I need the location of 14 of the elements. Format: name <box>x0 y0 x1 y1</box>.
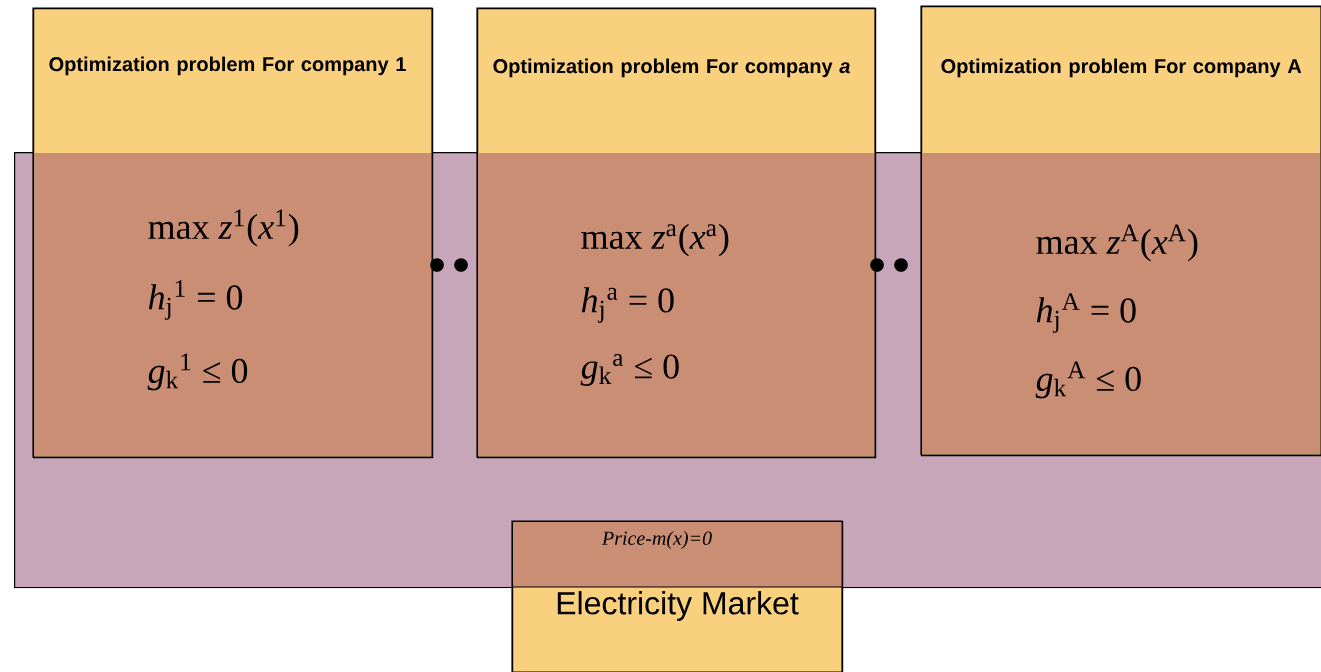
constraint-formula: g$_{k}$$^{A}$ ≤ 0 <box>1035 361 1141 399</box>
market-title: Electricity Market <box>557 591 799 621</box>
equilibrium-condition: Price-m(x)=0 <box>601 530 712 550</box>
box-heading: Optimization problem For company a <box>493 58 850 78</box>
constraint-formula: h$_{j}$$^{1}$ = 0 <box>148 280 243 320</box>
constraint-formula: max z$^{a}$(x$^{a}$) <box>581 223 729 257</box>
box-heading: Optimization problem For company A <box>941 58 1302 78</box>
constraint-formula: g$_{k}$$^{a}$ ≤ 0 <box>580 354 679 386</box>
constraint-formula: h$_{j}$$^{a}$ = 0 <box>581 287 674 323</box>
constraint-formula: max z$^{A}$(x$^{A}$) <box>1036 224 1198 262</box>
constraint-formula: max z$^{1}$(x$^{1}$) <box>148 209 299 247</box>
box-heading: Optimization problem For company 1 <box>49 56 406 76</box>
constraint-formula: h$_{j}$$^{A}$ = 0 <box>1036 293 1136 333</box>
constraint-formula: g$_{k}$$^{1}$ ≤ 0 <box>147 353 248 391</box>
